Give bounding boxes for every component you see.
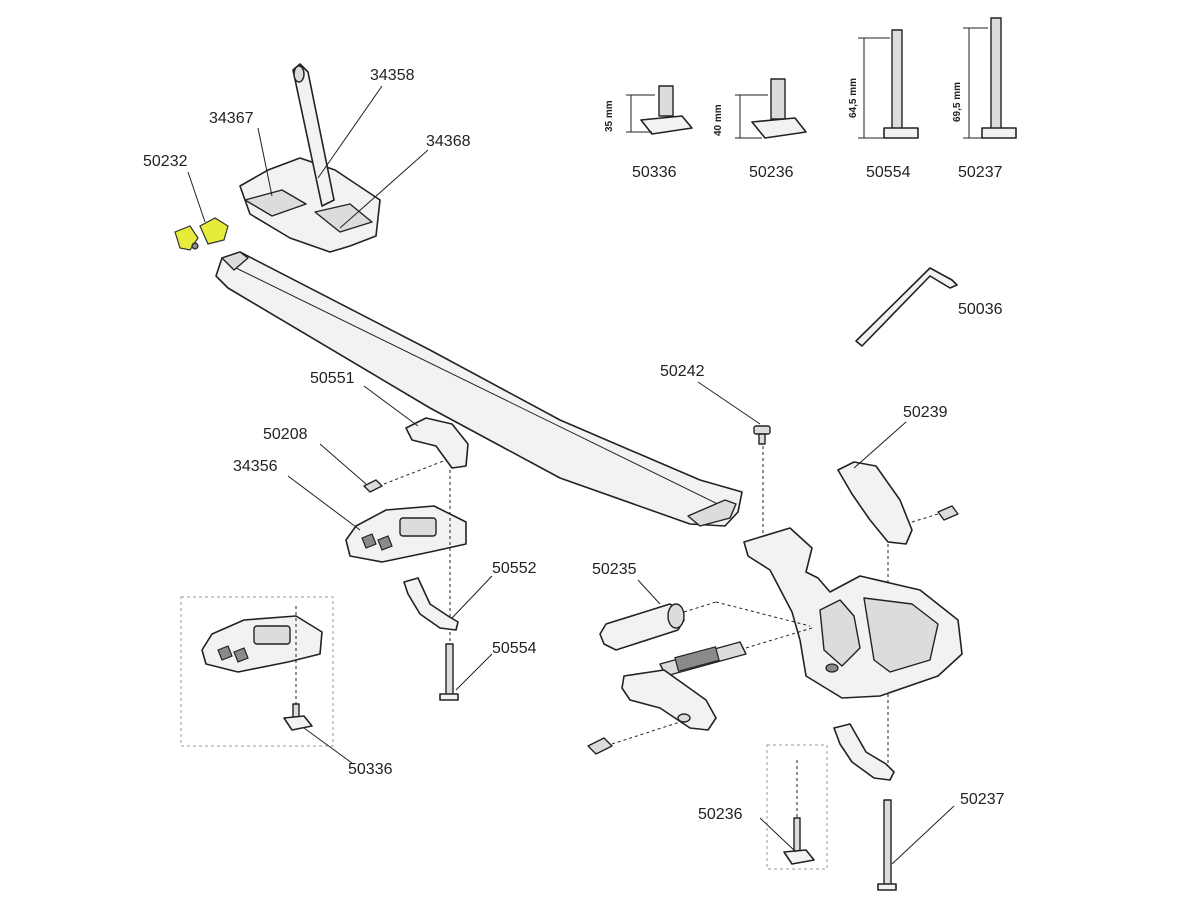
screw-right: [937, 505, 959, 521]
mount-foot: [743, 527, 963, 699]
label-50235: 50235: [592, 561, 637, 578]
label-50552: 50552: [492, 560, 537, 577]
main-bar: [215, 251, 743, 527]
label-34367: 34367: [209, 110, 254, 127]
label-50336: 50336: [348, 761, 393, 778]
label-34358: 34358: [370, 67, 415, 84]
clamp-50239: [837, 461, 913, 545]
t-bolt-50236: [783, 817, 815, 865]
base-plate-alt: [201, 615, 323, 673]
label-50208: 50208: [263, 426, 308, 443]
clamp-lower-right: [833, 723, 895, 781]
spacer-50235: [599, 603, 685, 651]
alt-bolt-box: [766, 744, 828, 870]
label-50554-top: 50554: [866, 164, 911, 181]
dim-35mm: 35 mm: [604, 100, 615, 132]
label-50236-top: 50236: [749, 164, 794, 181]
t-bolt-50554-top: 64,5 mm: [848, 29, 919, 139]
dim-40mm: 40 mm: [713, 104, 724, 136]
base-plate-34356: [345, 505, 467, 563]
label-34368: 34368: [426, 133, 471, 150]
label-50232: 50232: [143, 153, 188, 170]
t-bolt-50237-top: 69,5 mm: [952, 17, 1017, 139]
screw-50242: [753, 425, 771, 445]
bolt-50554: [439, 643, 459, 701]
label-50237: 50237: [960, 791, 1005, 808]
tensioner-spindle: [621, 641, 747, 731]
label-50036: 50036: [958, 301, 1003, 318]
label-50236: 50236: [698, 806, 743, 823]
label-50239: 50239: [903, 404, 948, 421]
dim-64-5mm: 64,5 mm: [848, 78, 859, 118]
clamp-50552: [403, 577, 459, 631]
bolt-50237: [877, 799, 897, 891]
allen-key-50036: [855, 267, 958, 347]
label-50237-top: 50237: [958, 164, 1003, 181]
clamp-50551: [405, 417, 469, 469]
label-50336-top: 50336: [632, 164, 677, 181]
t-bolt-50236-top: 40 mm: [713, 78, 807, 139]
nut-left: [587, 737, 613, 755]
screw-50208: [363, 479, 383, 493]
label-50551: 50551: [310, 370, 355, 387]
label-50554: 50554: [492, 640, 537, 657]
label-34356: 34356: [233, 458, 278, 475]
dim-69-5mm: 69,5 mm: [952, 82, 963, 122]
end-cap-50232-highlighted: [174, 217, 229, 251]
t-bolt-50336: [283, 703, 313, 731]
t-bolt-50336-top: 35 mm: [604, 85, 693, 135]
wheel-holder-assembly: [239, 63, 381, 253]
label-50242: 50242: [660, 363, 705, 380]
